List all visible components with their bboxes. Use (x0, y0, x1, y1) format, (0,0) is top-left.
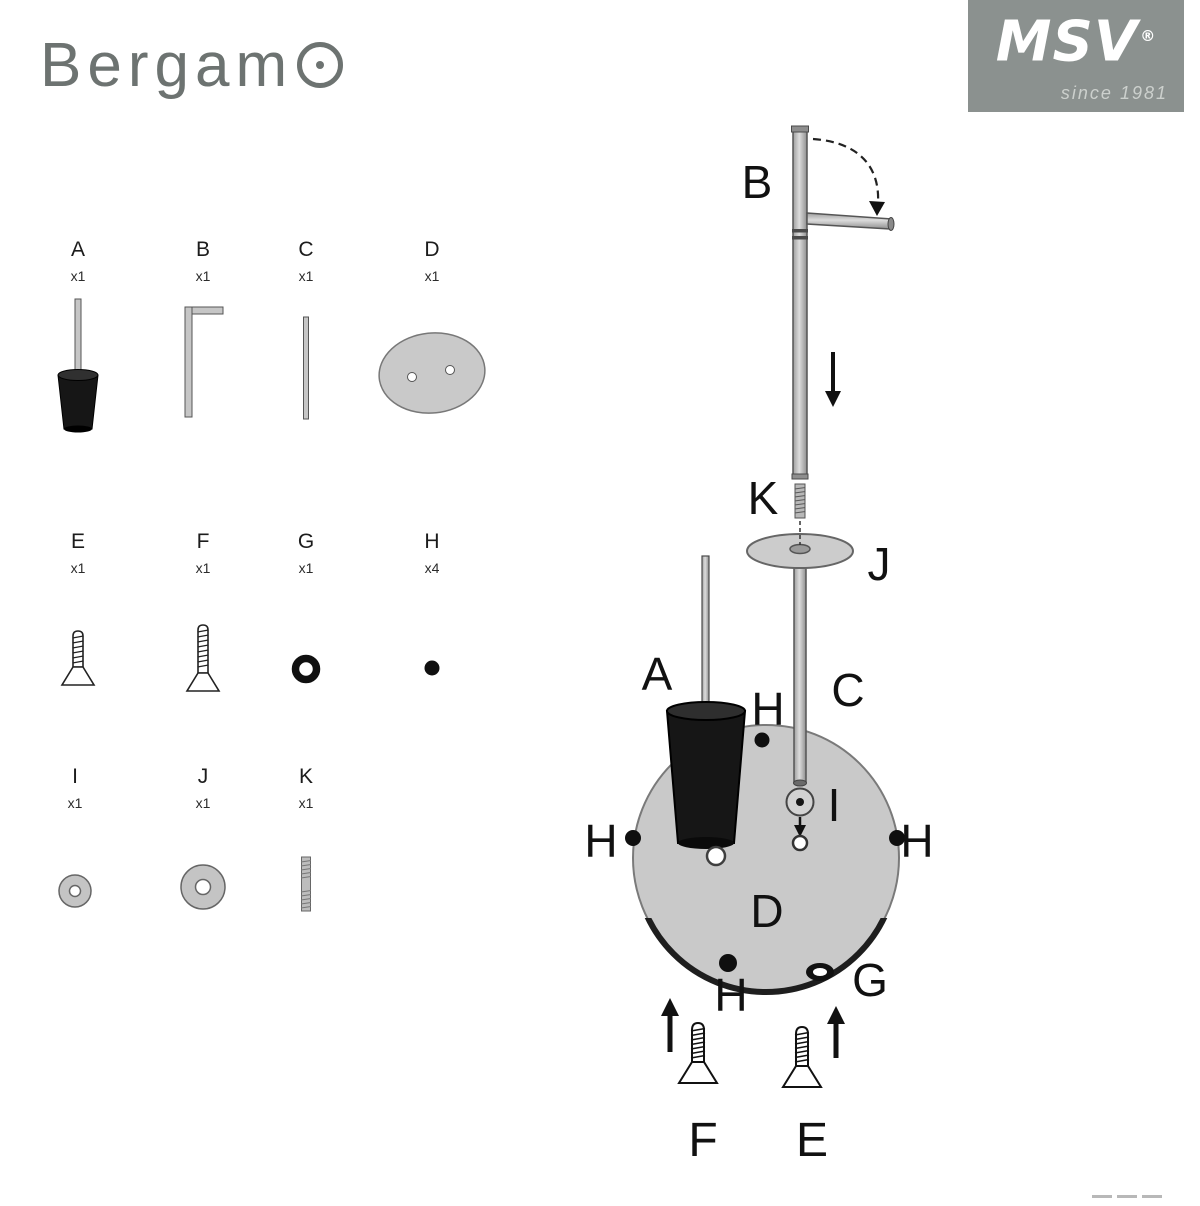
label-d: D (750, 885, 783, 937)
insert-down-arrow (825, 352, 841, 407)
part-item-d: D x1 (372, 238, 492, 417)
o-ring-icon (246, 649, 366, 689)
part-item-k: K x1 (246, 765, 366, 916)
countersunk-screw-icon (18, 627, 138, 691)
brush-a-drawing (665, 555, 747, 849)
insert-up-arrow-right (827, 1006, 845, 1058)
small-washer-icon (15, 869, 135, 913)
title-o-glyph (297, 42, 344, 88)
toilet-brush-icon (18, 297, 138, 433)
part-qty: x1 (195, 560, 211, 576)
label-a: A (642, 648, 673, 700)
rotation-arc-arrow (812, 137, 885, 216)
oring-g-drawing (806, 963, 834, 981)
part-item-e: E x1 (18, 530, 138, 691)
part-letter: H (424, 530, 440, 553)
logo-tagline: since 1981 (1060, 83, 1168, 103)
part-qty: x1 (195, 268, 211, 284)
part-qty: x1 (195, 795, 211, 811)
label-c: C (831, 664, 864, 716)
screw-e-drawing (781, 1025, 823, 1088)
threaded-stud-icon (246, 854, 366, 916)
insert-up-arrow-left (661, 998, 679, 1052)
stud-k-drawing (794, 483, 806, 545)
part-qty: x1 (70, 268, 86, 284)
label-j: J (868, 538, 891, 590)
part-item-h: H x4 (372, 530, 492, 677)
screw-f-drawing (677, 1021, 719, 1084)
part-letter: J (197, 765, 209, 788)
label-f: F (688, 1114, 717, 1167)
pad-h-dot-right (889, 830, 905, 846)
part-item-a: A x1 (18, 238, 138, 433)
large-washer-icon (143, 861, 263, 913)
label-i: I (828, 779, 841, 831)
logo-brand: MSV® (968, 4, 1184, 75)
part-letter: K (298, 765, 313, 788)
logo-brand-text: MSV (995, 9, 1139, 75)
base-plate-icon (372, 329, 492, 417)
label-g: G (852, 954, 888, 1006)
part-item-f: F x1 (143, 530, 263, 697)
part-letter: C (298, 238, 314, 261)
part-letter: I (72, 765, 78, 788)
rod-c-drawing (793, 565, 807, 787)
pad-h-dot-left (625, 830, 641, 846)
part-item-c: C x1 (246, 238, 366, 421)
label-h-bottom: H (714, 969, 747, 1021)
part-letter: A (70, 238, 85, 261)
part-letter: F (196, 530, 210, 553)
assembly-diagram: B K J A C H I H H D H G F E (584, 125, 934, 1167)
part-qty: x1 (424, 268, 440, 284)
label-e: E (796, 1114, 828, 1167)
registered-mark: ® (1140, 27, 1157, 45)
part-qty: x4 (424, 560, 440, 576)
washer-j-drawing (746, 533, 854, 569)
part-item-g: G x1 (246, 530, 366, 689)
pole-b-drawing (791, 125, 809, 480)
label-k: K (748, 472, 779, 524)
part-item-i: I x1 (15, 765, 135, 913)
label-h-right: H (900, 815, 933, 867)
floor-pad-icon (372, 659, 492, 677)
part-qty: x1 (298, 560, 314, 576)
pad-h-dot-bottom (719, 954, 737, 972)
part-letter: E (70, 530, 85, 553)
label-h-top: H (751, 683, 784, 735)
countersunk-screw-long-icon (143, 621, 263, 697)
part-item-b: B x1 (143, 238, 263, 421)
part-item-j: J x1 (143, 765, 263, 913)
part-qty: x1 (70, 560, 86, 576)
l-shaped-pole-icon (143, 303, 263, 421)
pad-h-dot-top (754, 732, 770, 748)
part-letter: B (195, 238, 210, 261)
washer-i-drawing (785, 787, 815, 852)
fine-print (1092, 1188, 1167, 1206)
product-title-text: Bergam (40, 31, 294, 100)
label-h-left: H (584, 815, 617, 867)
part-qty: x1 (67, 795, 83, 811)
product-title: Bergam (40, 30, 344, 101)
part-letter: G (297, 530, 315, 553)
msv-logo: MSV® since 1981 (968, 0, 1184, 112)
paper-holder-arm-drawing (806, 212, 895, 231)
straight-rod-icon (246, 315, 366, 421)
label-b: B (742, 156, 773, 208)
part-qty: x1 (298, 795, 314, 811)
base-hole (705, 845, 727, 867)
part-letter: D (424, 238, 440, 261)
part-qty: x1 (298, 268, 314, 284)
